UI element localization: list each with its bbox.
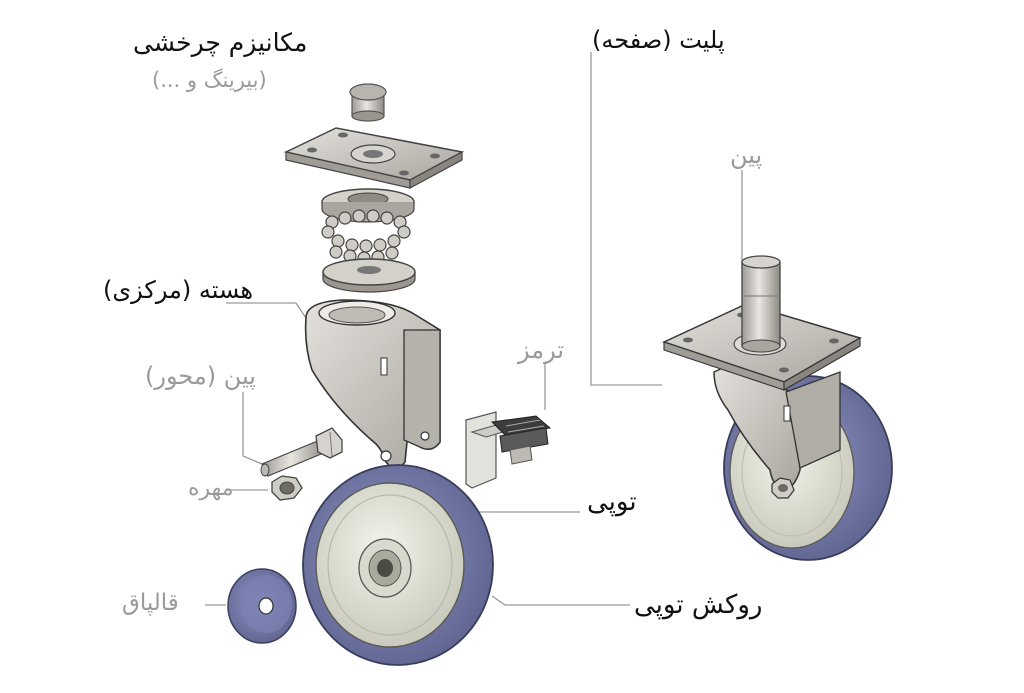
lower-race xyxy=(322,258,416,293)
fork-body xyxy=(304,299,441,469)
label-nut: مهره xyxy=(188,476,234,501)
wheel-exploded xyxy=(302,464,494,666)
label-brake: ترمز xyxy=(518,336,565,364)
label-axle-pin: پین (محور) xyxy=(145,362,256,390)
leader-core xyxy=(226,302,307,319)
label-bearing: (بیرینگ و ...) xyxy=(152,68,267,92)
kingpin-cap xyxy=(349,83,387,122)
label-core: هسته (مرکزی) xyxy=(103,276,254,304)
top-plate xyxy=(283,127,465,190)
label-wheel-cover: روکش توپی xyxy=(634,590,763,620)
hubcap-part xyxy=(227,568,297,644)
label-pin: پین xyxy=(730,141,763,169)
leader-pin xyxy=(741,170,752,269)
nut-part xyxy=(271,475,303,501)
leader-plate xyxy=(590,52,662,386)
leader-tirecover xyxy=(491,595,630,606)
label-swivel-mechanism: مکانیزم چرخشی xyxy=(133,28,308,57)
leader-axle xyxy=(242,392,263,465)
axle-bolt xyxy=(260,427,343,477)
label-plate: پلیت (صفحه) xyxy=(592,26,725,54)
label-wheel: توپی xyxy=(587,487,637,517)
label-hubcap: قالپاق xyxy=(122,590,179,616)
caster-assembled xyxy=(661,255,893,561)
brake-part xyxy=(465,411,552,489)
